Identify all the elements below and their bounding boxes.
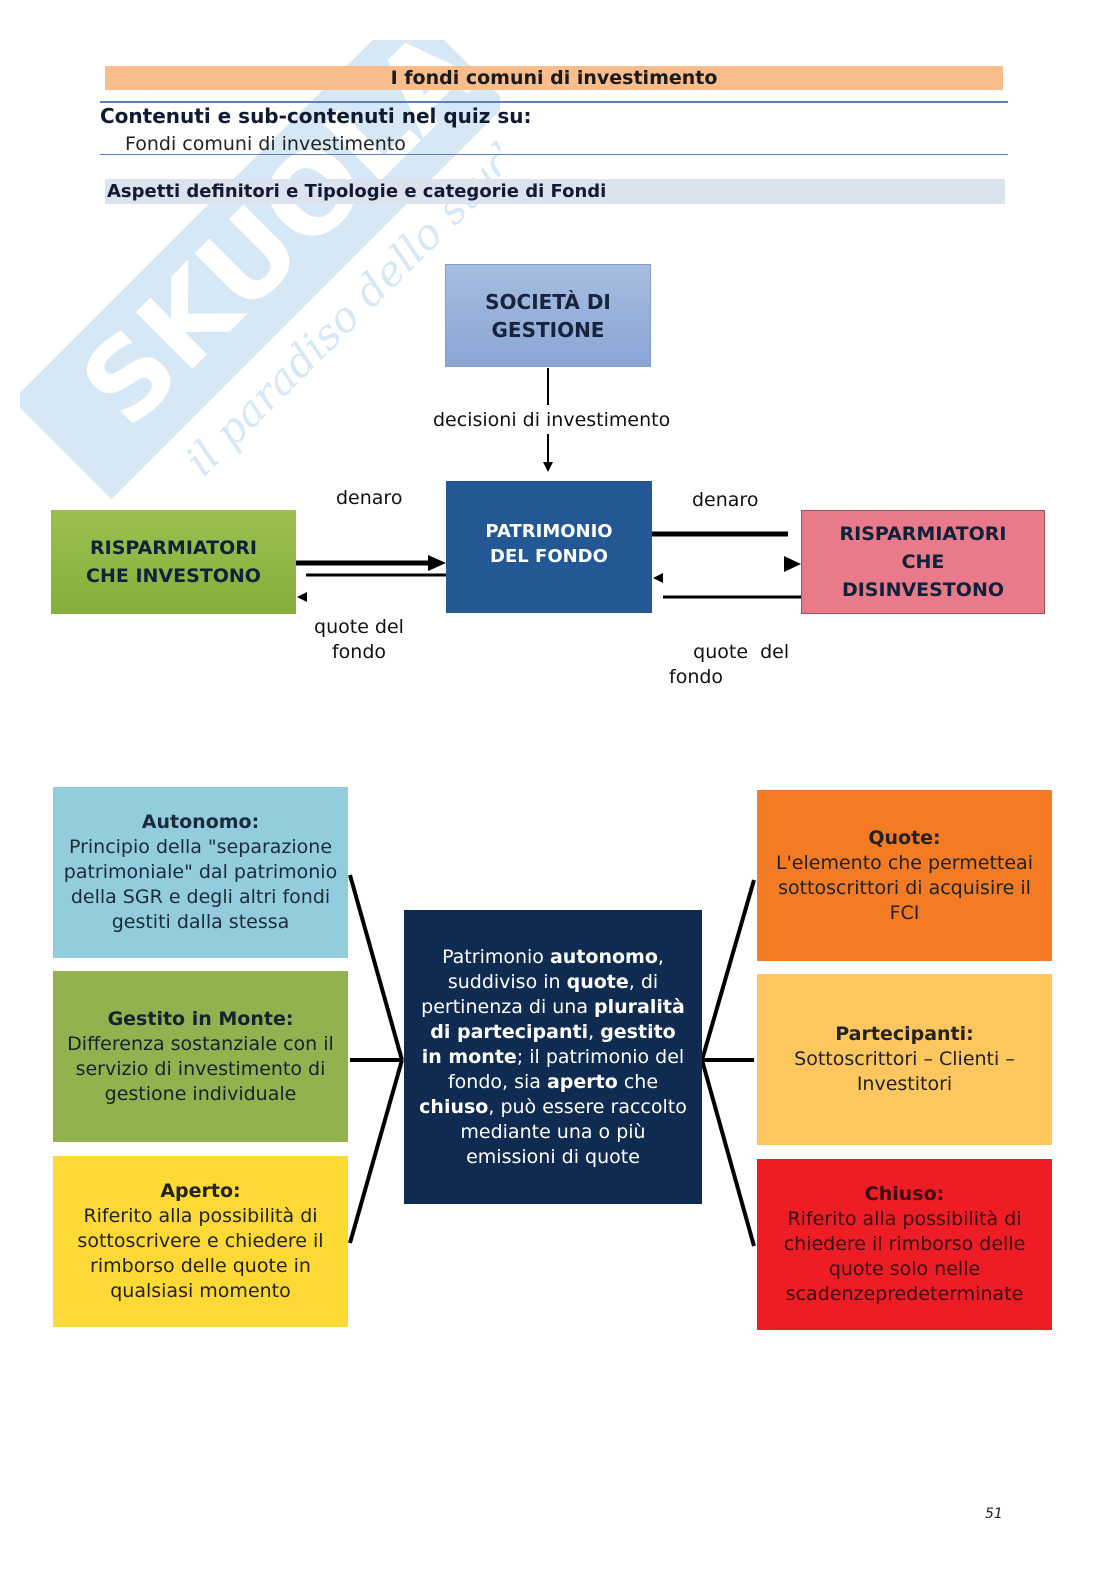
node-line: PATRIMONIO [485,521,613,542]
center-text-segment: Patrimonio [442,945,550,968]
chapter-title-bar: I fondi comuni di investimento [105,66,1003,90]
center-text: Patrimonio autonomo, suddiviso in quote,… [418,945,688,1170]
center-text-bold: quote [566,970,629,993]
section-title-bar: Aspetti definitori e Tipologie e categor… [105,179,1005,204]
center-text-segment: , di pertinenza di una [421,970,659,1018]
node-line: GESTIONE [491,317,605,342]
divider-top [100,101,1008,103]
card-quote: Quote: L'elemento che permetteai sottosc… [757,790,1052,961]
node-line: SOCIETÀ DI [485,289,611,314]
node-risparmiatori-che-investono: RISPARMIATORI CHE INVESTONO [51,510,296,614]
center-text-bold: gestito in monte [421,1020,676,1068]
card-text: L'elemento che permetteai sottoscrittori… [776,851,1033,924]
card-text: Riferito alla possibilità di chiedere il… [783,1208,1026,1305]
label-line: fondo [331,641,387,663]
contents-title: Contenuti e sub-contenuti nel quiz su: [100,104,532,128]
node-risparmiatori-che-disinvestono: RISPARMIATORI CHE DISINVESTONO [801,510,1045,614]
card-text: Differenza sostanziale con il servizio d… [67,1032,334,1105]
card-title: Quote: [868,826,941,849]
card-chiuso: Chiuso: Riferito alla possibilità di chi… [757,1159,1052,1330]
node-line: CHE [901,551,945,573]
node-line: CHE INVESTONO [86,565,261,587]
connector-right-top [700,879,756,1061]
label-denaro-left: denaro [336,487,403,509]
node-line: DEL FONDO [490,546,608,567]
center-text-segment: , suddiviso in [447,945,664,993]
card-partecipanti: Partecipanti: Sottoscrittori – Clienti –… [757,974,1052,1145]
center-text-bold: pluralità di partecipanti [430,995,685,1043]
card-aperto: Aperto: Riferito alla possibilità di sot… [53,1156,348,1327]
card-text: Principio della "separazione patrimonial… [63,836,338,933]
concept-connectors [348,874,756,1247]
label-quote-right: quote del fondo [669,615,789,715]
center-text-segment: , può essere raccolto mediante una o più… [460,1095,687,1168]
card-autonomo: Autonomo: Principio della "separazione p… [53,787,348,958]
card-text: Sottoscrittori – Clienti – Investitori [794,1048,1015,1095]
quote-in-arrowhead-right-icon [653,573,663,583]
connector-left-top [348,874,404,1061]
divider-bottom [100,154,1008,155]
node-societa-di-gestione: SOCIETÀ DI GESTIONE [445,264,651,367]
card-title: Chiuso: [864,1183,945,1205]
money-in-arrowhead-icon [428,555,446,571]
connector-left-bottom [348,1059,404,1244]
label-line: quote del [314,616,404,638]
center-text-segment: , [588,1020,601,1043]
label-line: quote del [693,641,790,663]
card-title: Gestito in Monte: [107,1007,294,1030]
card-text: Riferito alla possibilità di sottoscrive… [77,1205,324,1302]
quote-out-arrowhead-left-icon [297,592,307,602]
center-text-segment: che [617,1070,659,1093]
decision-arrowhead-icon [543,462,553,472]
label-denaro-right: denaro [692,489,759,511]
page-number: 51 [985,1506,1003,1522]
center-text-bold: chiuso [419,1095,489,1118]
center-text-bold: aperto [546,1070,618,1093]
node-line: RISPARMIATORI [839,523,1007,545]
label-line: fondo [669,666,724,688]
flow-connectors [296,368,801,602]
label-decisioni: decisioni di investimento [433,409,671,431]
label-quote-left: quote del fondo [309,615,409,665]
card-definizione-centrale: Patrimonio autonomo, suddiviso in quote,… [404,910,702,1204]
card-title: Autonomo: [141,811,260,833]
node-patrimonio-del-fondo: PATRIMONIO DEL FONDO [446,481,652,613]
connector-right-bottom [700,1059,756,1247]
card-title: Partecipanti: [835,1023,974,1045]
node-line: DISINVESTONO [841,579,1004,601]
card-title: Aperto: [160,1180,241,1202]
card-gestito-in-monte: Gestito in Monte: Differenza sostanziale… [53,971,348,1142]
center-text-segment: ; il patrimonio del fondo, sia [447,1045,685,1093]
money-out-arrowhead-icon [784,556,801,572]
node-line: RISPARMIATORI [90,537,257,559]
contents-item: Fondi comuni di investimento [125,133,406,155]
center-text-bold: autonomo [549,945,658,968]
